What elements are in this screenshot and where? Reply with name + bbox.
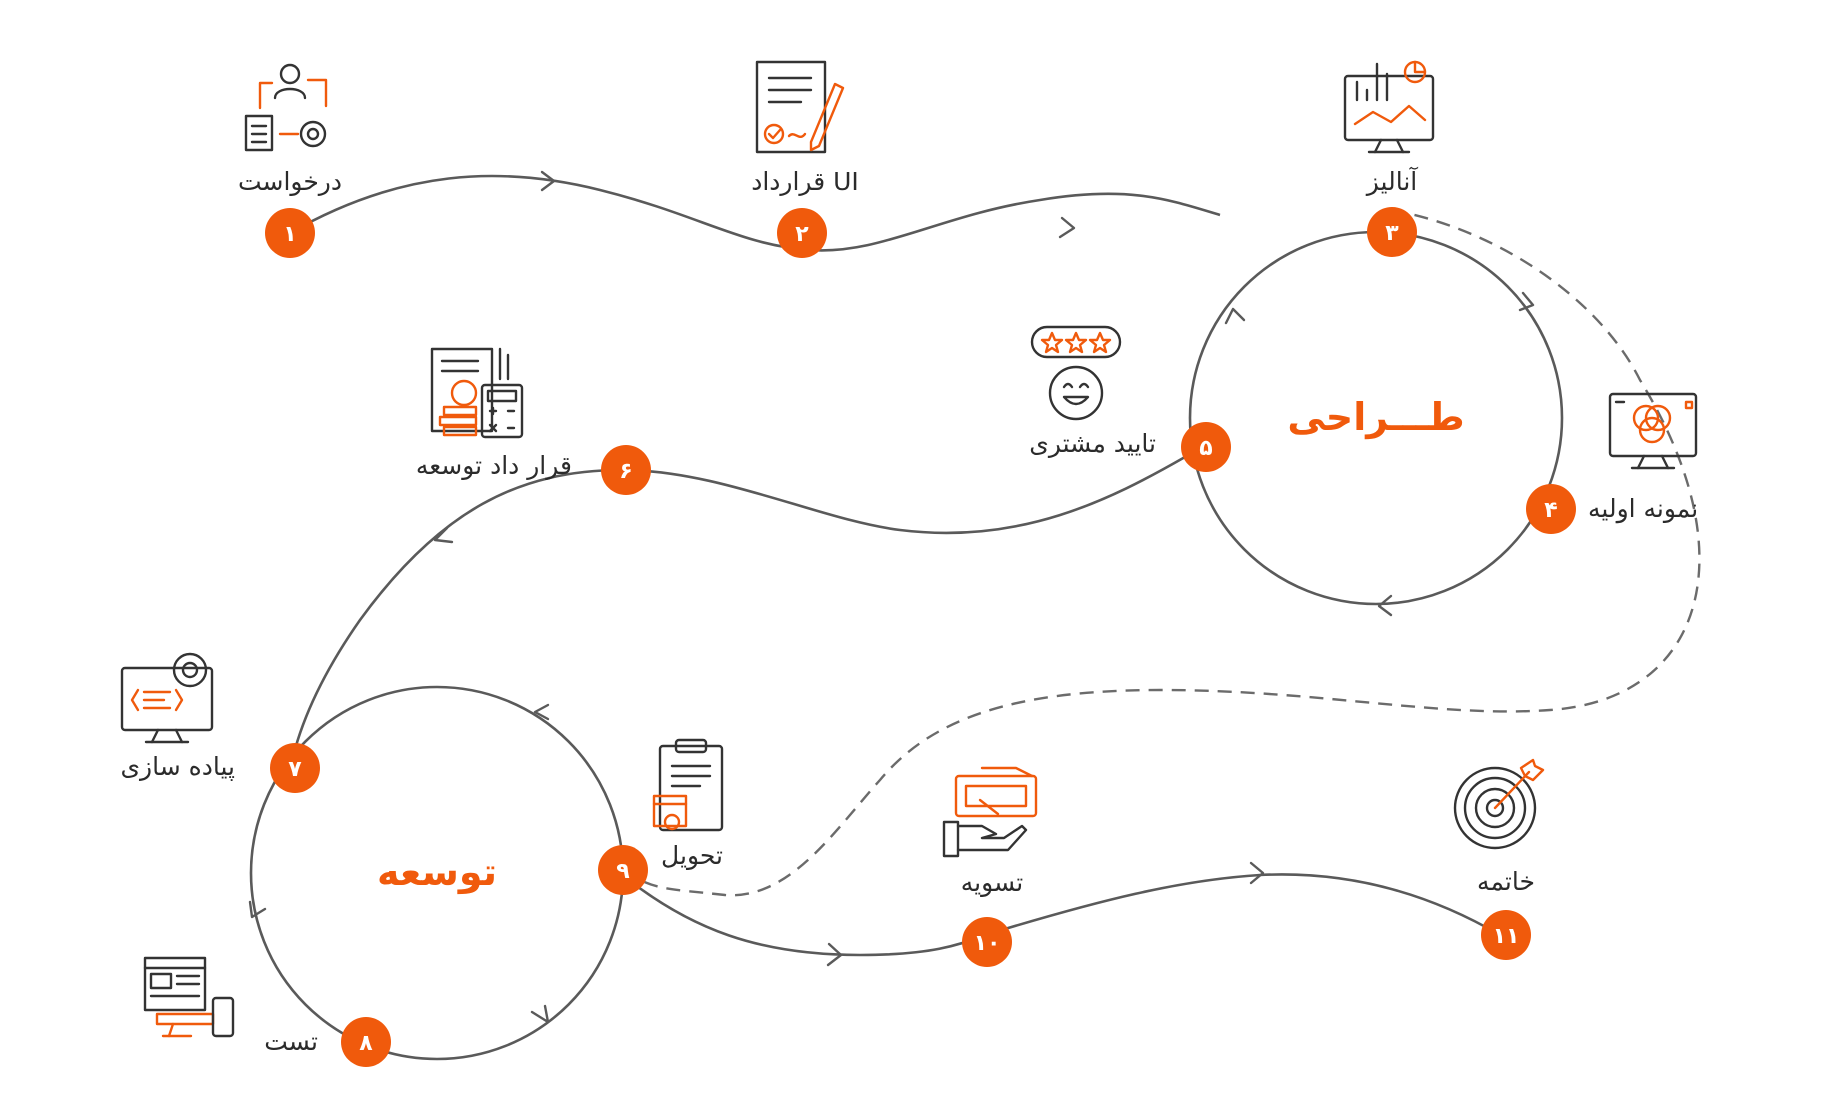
- arrow-head: [1249, 861, 1265, 885]
- skip-path-dashed: [639, 208, 1701, 897]
- flow-path: [288, 455, 1186, 771]
- stage-number: ۸: [359, 1031, 373, 1056]
- arrow-head: [1377, 594, 1393, 617]
- stage-3: ۳ آنالیز: [1365, 166, 1419, 257]
- stage-number-badge: [1367, 207, 1417, 257]
- prototype-icon: [1608, 392, 1698, 470]
- stage-label: آنالیز: [1365, 166, 1419, 196]
- stage-10: ۱۰ تسویه: [961, 868, 1024, 967]
- stage-number-badge: [1181, 422, 1231, 472]
- arrow-head: [540, 170, 556, 192]
- arrow-head: [826, 942, 843, 967]
- arrow-head: [1518, 291, 1535, 312]
- settlement-icon: [942, 766, 1038, 858]
- stage-number: ۱: [283, 222, 296, 247]
- contract-icon: [755, 60, 845, 154]
- stage-8: ۸ تست: [264, 1017, 391, 1067]
- stage-number-badge: [1526, 484, 1576, 534]
- arrow-head: [248, 900, 267, 919]
- stage-number: ۷: [288, 757, 302, 782]
- stage-label: پیاده سازی: [120, 752, 235, 781]
- stage-number-badge: [777, 208, 827, 258]
- stage-number: ۵: [1199, 436, 1212, 461]
- analysis-icon: [1343, 60, 1435, 154]
- arrow-head: [1224, 307, 1246, 325]
- stage-label: تست: [264, 1027, 318, 1056]
- test-icon: [143, 956, 235, 1038]
- stage-number-badge: [265, 208, 315, 258]
- arrow-head: [433, 526, 454, 544]
- stage-number: ۱۰: [974, 931, 1001, 956]
- stage-1: ۱ درخواست: [238, 167, 342, 258]
- implementation-icon: [120, 652, 214, 744]
- customer-approval-icon: [1030, 325, 1122, 421]
- stage-label: تسویه: [961, 868, 1024, 897]
- stage-label: تحویل: [661, 841, 723, 870]
- stage-label: درخواست: [238, 167, 342, 196]
- arrow-head: [530, 1004, 550, 1024]
- stage-7: ۷ پیاده سازی: [120, 743, 320, 793]
- stage-number: ۴: [1544, 498, 1557, 523]
- stage-2: ۲ قرارداد UI: [751, 167, 859, 258]
- stage-label: قرارداد UI: [751, 167, 859, 196]
- stage-5: ۵ تایید مشتری: [1029, 422, 1231, 472]
- stage-number-badge: [598, 845, 648, 895]
- stage-9: ۹ تحویل: [598, 841, 723, 895]
- stage-label: قرار داد توسعه: [416, 451, 572, 480]
- stage-number-badge: [341, 1017, 391, 1067]
- stage-11: ۱۱ خاتمه: [1477, 867, 1535, 960]
- stage-4: ۴ نمونه اولیه: [1526, 484, 1698, 534]
- flow-path: [619, 871, 1501, 957]
- stage-number: ۹: [616, 859, 629, 884]
- stage-6: ۶ قرار داد توسعه: [416, 445, 651, 495]
- stage-number: ۳: [1385, 221, 1399, 246]
- request-icon: [244, 63, 328, 152]
- stage-number-badge: [270, 743, 320, 793]
- stage-label: نمونه اولیه: [1588, 494, 1698, 524]
- stage-number-badge: [1481, 910, 1531, 960]
- stage-number: ۲: [795, 222, 809, 247]
- phase-label-development: توسعه: [377, 850, 497, 894]
- stage-label: تایید مشتری: [1029, 429, 1156, 458]
- stage-label: خاتمه: [1477, 867, 1535, 896]
- arrow-head: [1058, 216, 1076, 239]
- stage-number: ۶: [619, 459, 632, 484]
- arrow-head: [533, 703, 550, 721]
- delivery-icon: [652, 738, 724, 832]
- phase-label-design: طـــراحی: [1287, 395, 1464, 439]
- stage-number-badge: [601, 445, 651, 495]
- development-contract-icon: [430, 347, 524, 439]
- stage-number-badge: [962, 917, 1012, 967]
- stage-number: ۱۱: [1493, 924, 1520, 949]
- finish-target-icon: [1453, 758, 1545, 850]
